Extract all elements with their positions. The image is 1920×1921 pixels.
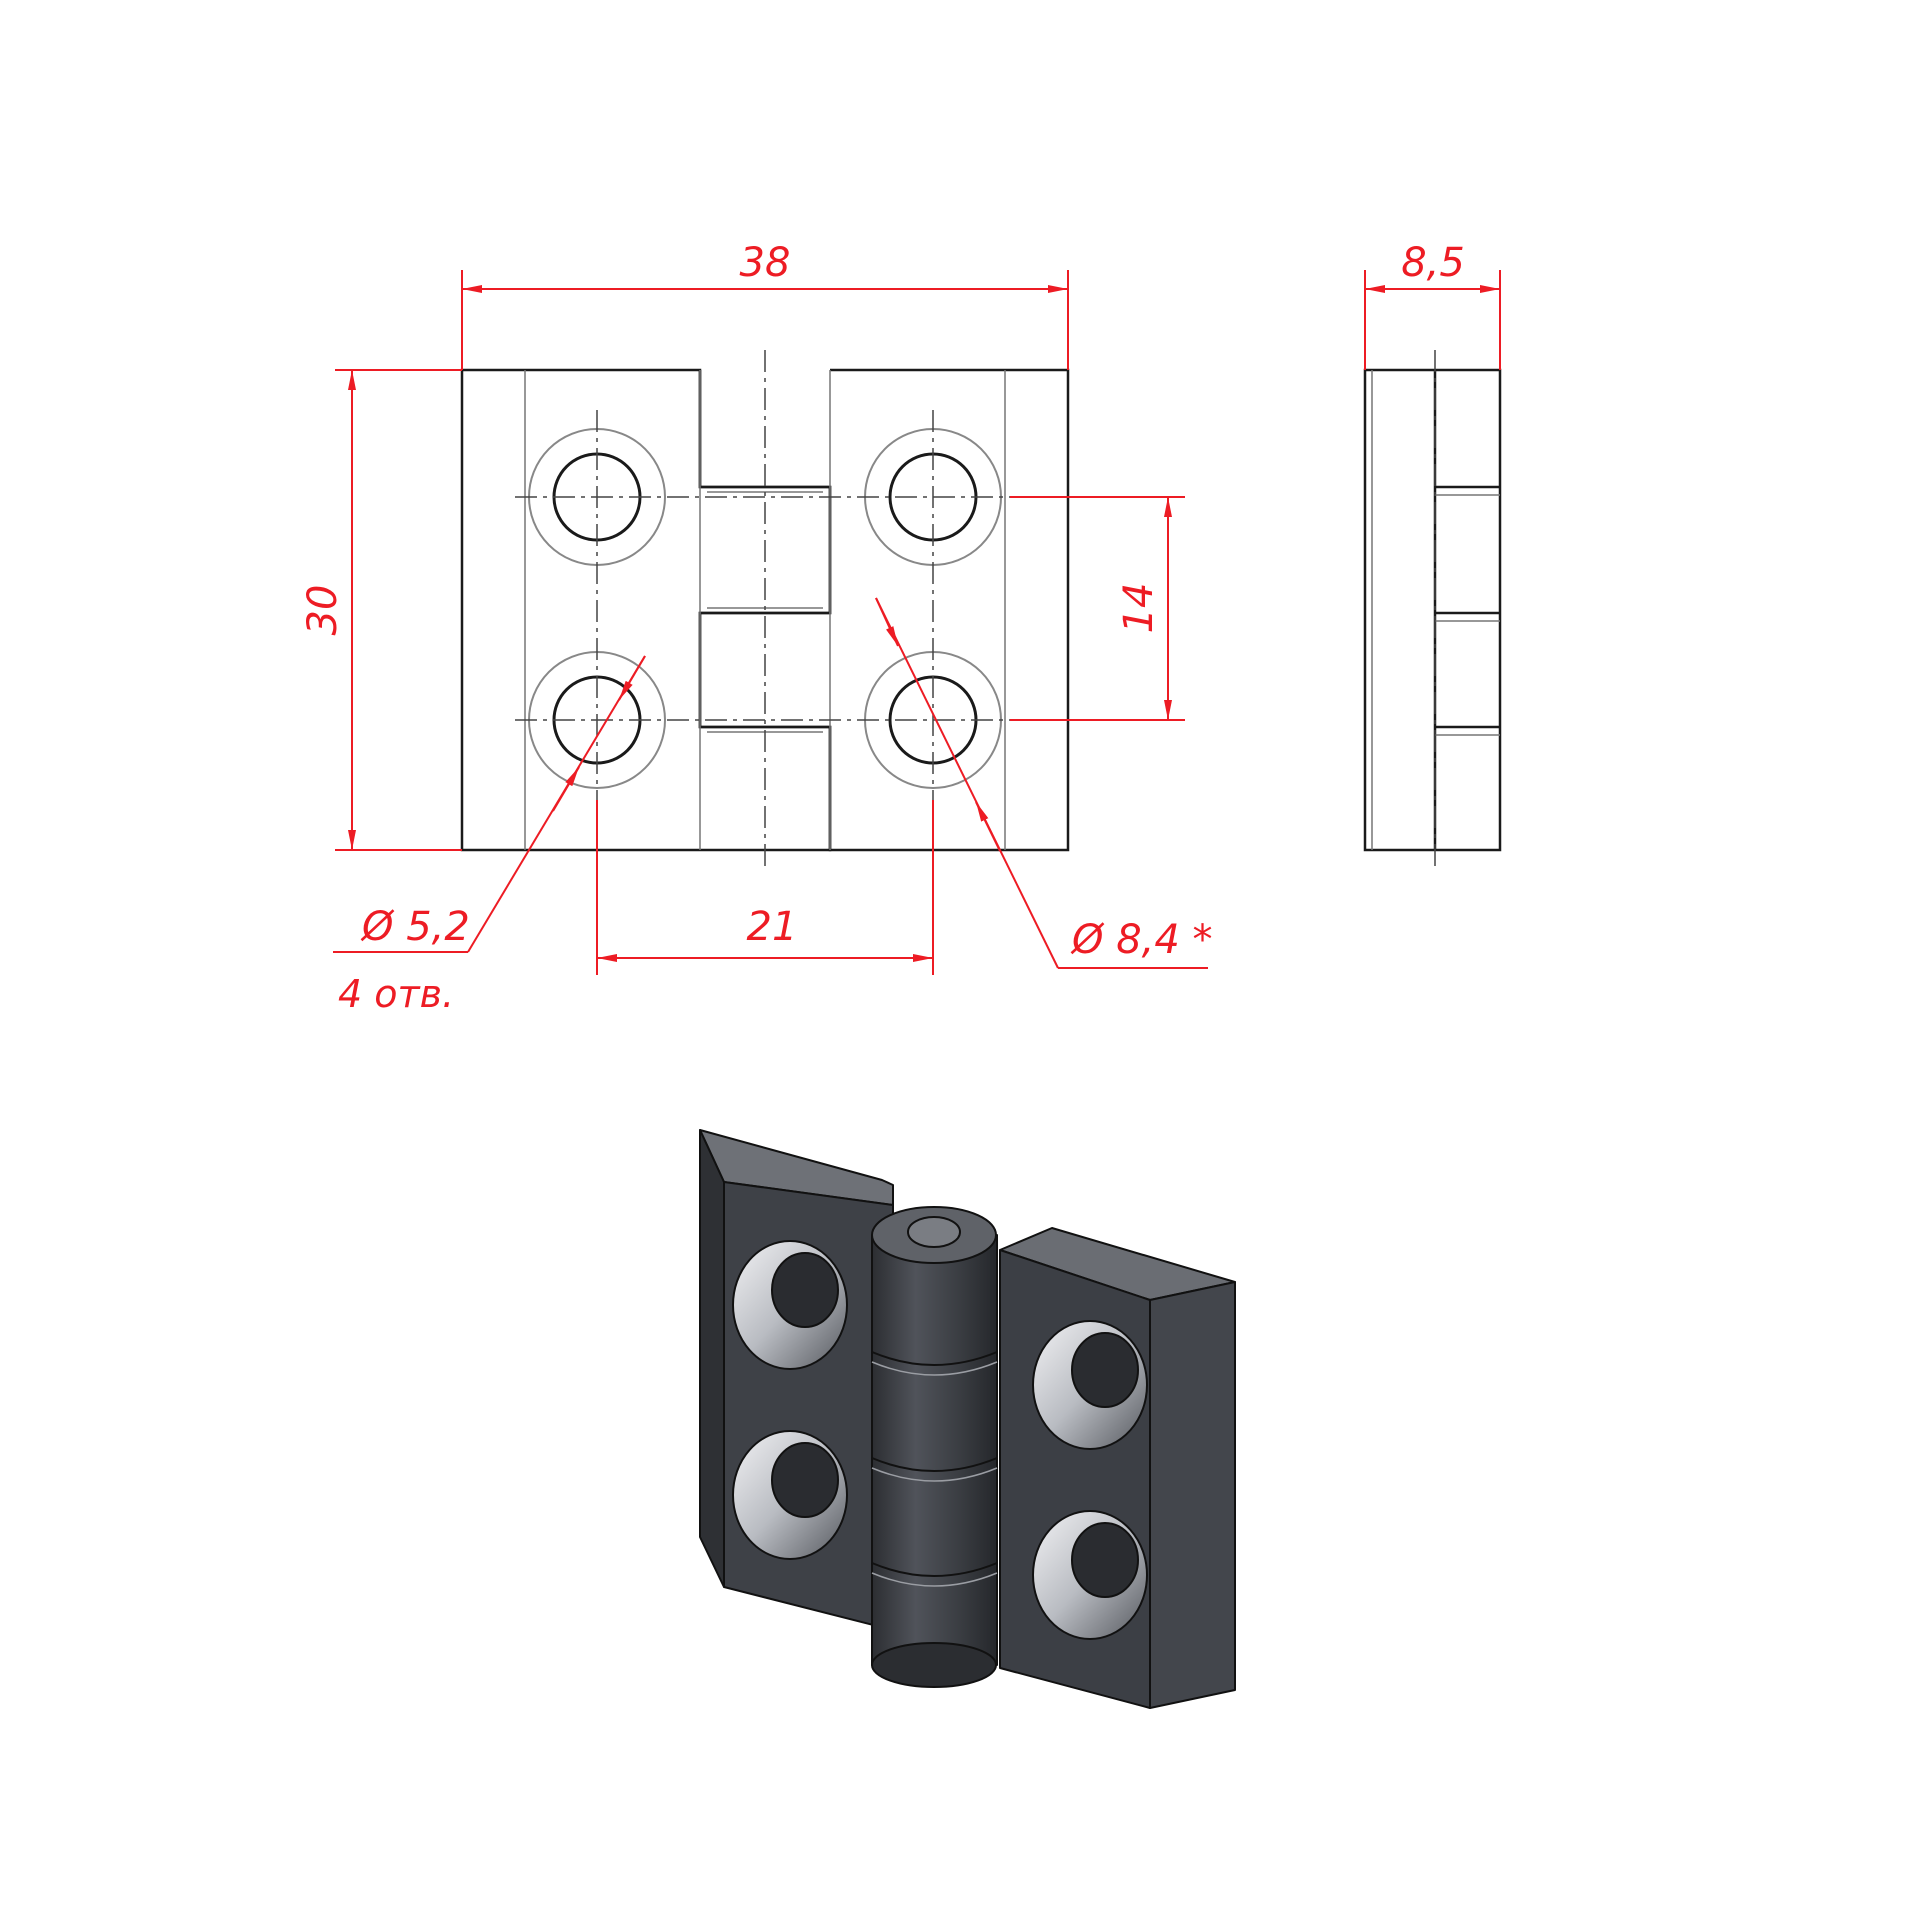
iso-hole-left-bottom: [732, 1430, 848, 1560]
iso-knuckle: [871, 1206, 998, 1688]
iso-hole-right-bottom: [1032, 1510, 1148, 1640]
dim-hole-spacing-h-label: 21: [747, 904, 798, 950]
iso-hole-right-top: [1032, 1320, 1148, 1450]
dim-thickness-label: 8,5: [1401, 240, 1465, 286]
dim-counterbore-label: Ø 8,4 *: [1070, 917, 1213, 963]
dim-height-label: 30: [300, 585, 346, 636]
right-leaf-face: [999, 1249, 1151, 1709]
dimension-labels: 38 30 8,5 14 21 Ø 5,2 4 отв. Ø 8,4 *: [300, 240, 1465, 1016]
right-leaf-side: [1149, 1281, 1236, 1709]
dim-width-label: 38: [740, 240, 791, 286]
dim-hole-diameter-label: Ø 5,2: [360, 904, 470, 950]
left-leaf-outline: [460, 368, 832, 852]
isometric-view: [699, 1129, 1236, 1709]
left-leaf-bevel: [699, 1129, 725, 1588]
right-leaf-outline: [698, 368, 1070, 852]
front-view: [460, 350, 1070, 870]
dim-hole-spacing-v-label: 14: [1116, 583, 1162, 634]
dim-hole-count-label: 4 отв.: [338, 972, 454, 1016]
center-lines: [515, 350, 1015, 870]
side-view: [1363, 350, 1502, 870]
dimension-lines: [333, 270, 1501, 975]
iso-hole-left-top: [732, 1240, 848, 1370]
